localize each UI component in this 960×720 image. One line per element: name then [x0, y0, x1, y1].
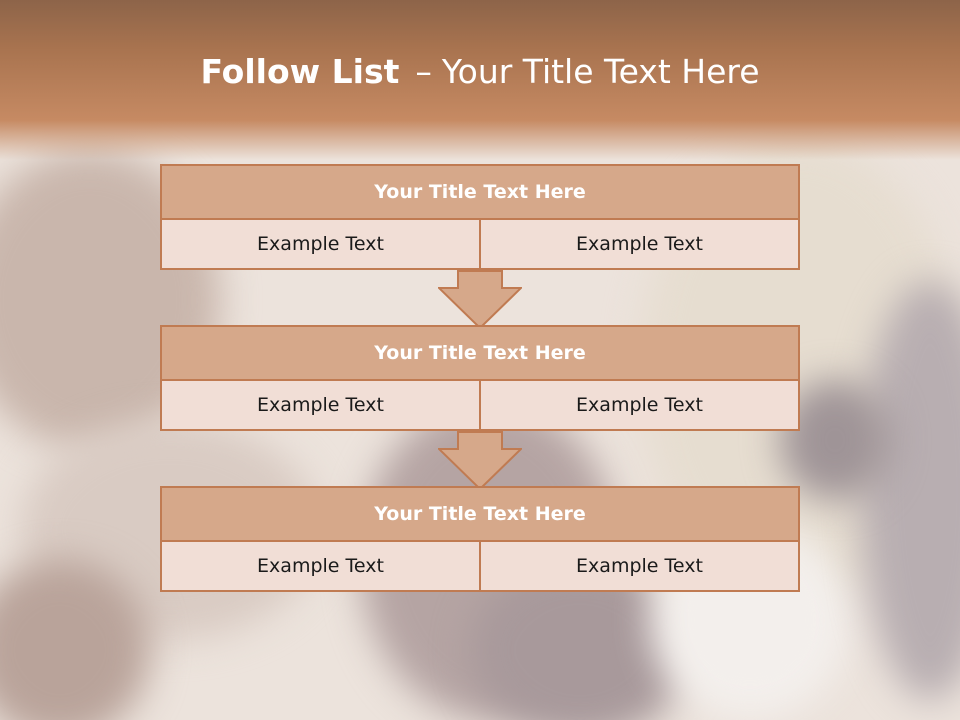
header-band: [0, 0, 960, 160]
block-title: Your Title Text Here: [160, 164, 800, 220]
list-block-1: Your Title Text Here Example Text Exampl…: [160, 164, 800, 270]
block-row: Example Text Example Text: [160, 381, 800, 431]
block-cell-left: Example Text: [160, 220, 481, 270]
block-row: Example Text Example Text: [160, 220, 800, 270]
block-cell-right: Example Text: [481, 542, 800, 592]
list-block-3: Your Title Text Here Example Text Exampl…: [160, 486, 800, 592]
title-bold: Follow List: [200, 52, 400, 91]
slide-title: Follow List–Your Title Text Here: [0, 52, 960, 91]
block-title: Your Title Text Here: [160, 486, 800, 542]
block-cell-left: Example Text: [160, 381, 481, 431]
title-rest: Your Title Text Here: [441, 52, 760, 91]
down-arrow-icon: [438, 270, 522, 330]
title-dash: –: [415, 52, 432, 91]
block-cell-right: Example Text: [481, 220, 800, 270]
down-arrow-icon: [438, 431, 522, 491]
block-cell-left: Example Text: [160, 542, 481, 592]
block-title: Your Title Text Here: [160, 325, 800, 381]
block-row: Example Text Example Text: [160, 542, 800, 592]
block-cell-right: Example Text: [481, 381, 800, 431]
list-block-2: Your Title Text Here Example Text Exampl…: [160, 325, 800, 431]
